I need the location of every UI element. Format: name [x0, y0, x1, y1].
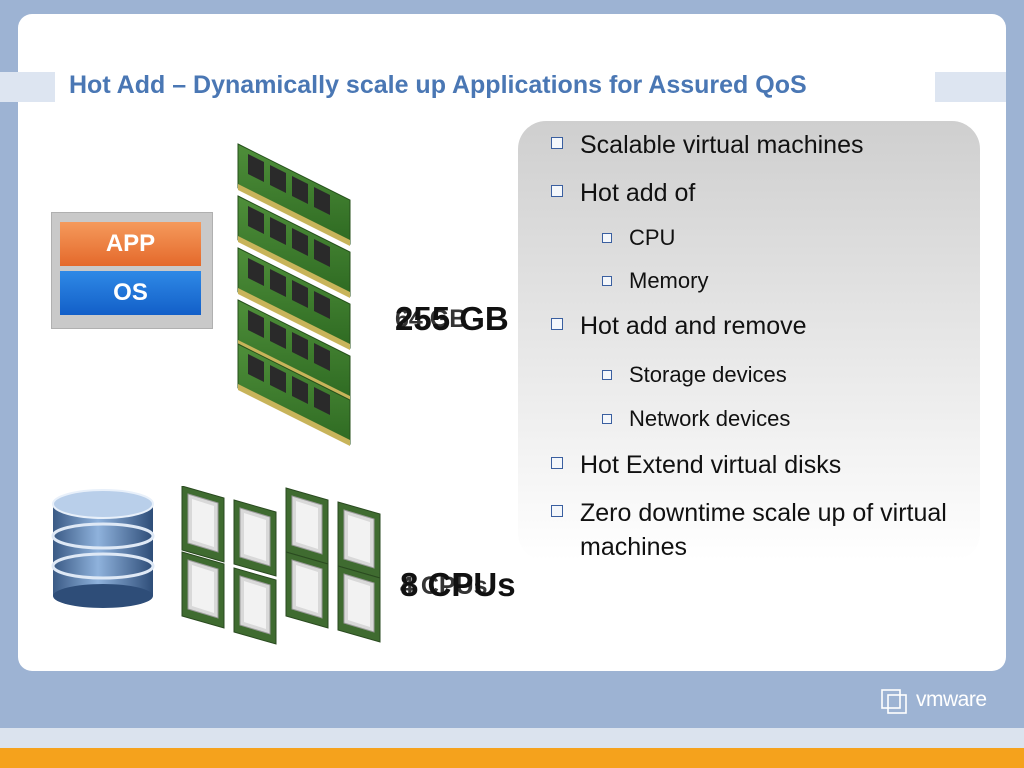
list-item: Scalable virtual machines: [551, 128, 863, 162]
list-item: Hot Extend virtual disks: [551, 448, 841, 482]
bullet-text: Scalable virtual machines: [580, 131, 864, 159]
bullet-box-icon: [602, 276, 612, 286]
cpu-chips-image: [181, 486, 381, 645]
title-accent-left: [0, 72, 55, 102]
bullet-text: Memory: [629, 268, 709, 293]
footer-accent-bar: [0, 748, 1024, 768]
slide-title: Hot Add – Dynamically scale up Applicati…: [69, 71, 807, 99]
cpu-count-label: 8 CPUs: [400, 566, 516, 603]
feature-list-panel: [518, 121, 980, 561]
cpu-count-overlay-label: 4 CPUs: [400, 572, 488, 600]
bullet-box-icon: [602, 233, 612, 243]
footer-band: [0, 728, 1024, 748]
memory-modules-image: [237, 143, 351, 447]
bullet-text: Network devices: [629, 406, 791, 431]
memory-size-overlay-label: 64 GB: [395, 305, 468, 333]
memory-size-label: 255 GB: [395, 300, 509, 337]
list-item: Hot add and remove: [551, 309, 807, 343]
list-item: Memory: [602, 266, 708, 296]
list-item: Zero downtime scale up of virtual machin…: [551, 496, 951, 564]
bullet-text: Zero downtime scale up of virtual machin…: [580, 499, 947, 561]
vm-os-block: OS: [60, 271, 201, 315]
vm-app-block: APP: [60, 222, 201, 266]
database-icon: [51, 489, 155, 608]
bullet-box-icon: [551, 137, 563, 149]
bullet-box-icon: [551, 505, 563, 517]
bullet-box-icon: [602, 414, 612, 424]
bullet-box-icon: [551, 457, 563, 469]
bullet-box-icon: [602, 370, 612, 380]
vmware-wordmark: vmware: [916, 688, 987, 711]
bullet-text: Hot add and remove: [580, 312, 807, 340]
bullet-text: CPU: [629, 225, 676, 250]
vmware-logo-icon: [881, 689, 907, 714]
bullet-text: Hot add of: [580, 179, 696, 207]
list-item: Storage devices: [602, 360, 787, 390]
bullet-box-icon: [551, 185, 563, 197]
list-item: Network devices: [602, 404, 790, 434]
title-accent-right: [935, 72, 1006, 102]
list-item: Hot add of: [551, 176, 695, 210]
list-item: CPU: [602, 223, 675, 253]
bullet-text: Storage devices: [629, 362, 787, 387]
bullet-text: Hot Extend virtual disks: [580, 451, 842, 479]
bullet-box-icon: [551, 318, 563, 330]
